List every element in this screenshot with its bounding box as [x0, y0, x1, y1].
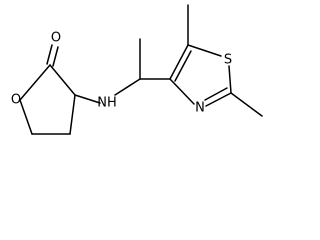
- atom-label-carbonyl-oxygen: O: [51, 31, 61, 46]
- lactone-ring: [19, 64, 76, 135]
- bond-carbonyl-b: [52, 46, 59, 67]
- bond-c5t-s: [187, 44, 222, 57]
- bond-carbonyl-a: [46, 44, 53, 65]
- molecule-structure: O O NH S N: [11, 4, 263, 135]
- atom-label-ring-oxygen: O: [11, 93, 21, 108]
- atom-label-amine: NH: [97, 96, 117, 111]
- carbonyl-double-bond: [46, 44, 59, 67]
- bond-c4t-c5t-b: [174, 50, 192, 82]
- bond-c2t-n-a: [205, 92, 232, 107]
- bond-c2t-methyl: [230, 92, 263, 117]
- bond-c1-o-ring: [19, 64, 51, 101]
- bond-n-c4t: [169, 78, 195, 105]
- bond-c1-c4: [49, 64, 76, 96]
- bond-c4t-c5t-a: [169, 44, 189, 80]
- bond-o-ring-c3: [19, 99, 33, 135]
- bond-c2t-n-b: [204, 87, 228, 101]
- bond-n-ch: [114, 78, 141, 96]
- atom-label-ring-nitrogen: N: [195, 101, 205, 116]
- atom-label-sulfur: S: [224, 53, 232, 68]
- bond-c2-c4: [69, 94, 76, 135]
- bond-s-c2t: [228, 65, 232, 94]
- bond-c4-n: [74, 94, 101, 104]
- thiazole-ring: [169, 44, 232, 107]
